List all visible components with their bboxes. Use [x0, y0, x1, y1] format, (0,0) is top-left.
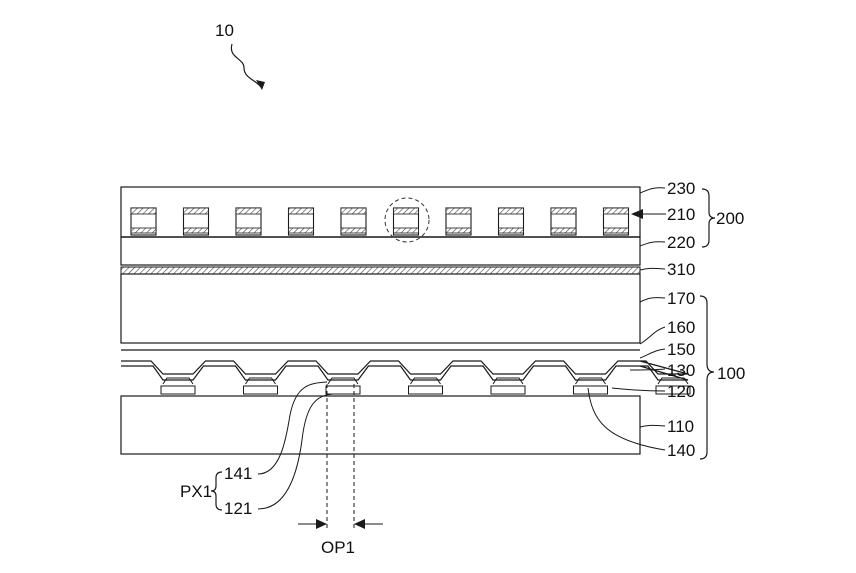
emission-layer-140 — [411, 378, 441, 384]
color-filter-unit — [604, 208, 629, 235]
label-170: 170 — [667, 289, 695, 308]
color-filter-top-hatch — [341, 208, 366, 214]
op1-right-arrowhead — [354, 519, 365, 529]
color-filter-top-hatch — [551, 208, 576, 214]
label-200: 200 — [716, 209, 744, 228]
anode-120 — [409, 386, 443, 394]
color-filter-bottom-hatch — [446, 228, 471, 233]
color-filter-unit — [446, 208, 471, 235]
anode-120 — [574, 386, 608, 394]
color-filter-bottom-hatch — [289, 228, 314, 233]
color-filter-bottom-hatch — [604, 228, 629, 233]
op1-left-arrowhead — [316, 519, 327, 529]
label-121: 121 — [224, 499, 252, 518]
label-220: 220 — [667, 233, 695, 252]
emission-layer-140 — [246, 378, 276, 384]
color-filter-top-hatch — [394, 208, 419, 214]
color-filter-bottom-hatch — [184, 228, 209, 233]
leader-140 — [588, 388, 665, 450]
emission-layer-140 — [493, 378, 523, 384]
anode-120 — [491, 386, 525, 394]
color-filter-top-hatch — [289, 208, 314, 214]
label-px1: PX1 — [180, 482, 212, 501]
color-filter-top-hatch — [499, 208, 524, 214]
leader-160 — [640, 327, 665, 344]
color-filter-top-hatch — [131, 208, 156, 214]
label-130: 130 — [667, 361, 695, 380]
leader-310 — [640, 268, 665, 270]
color-filter-unit — [394, 208, 419, 235]
arrow-210-head — [631, 209, 643, 219]
upper-substrate-200 — [121, 187, 640, 265]
layer-220-bottom — [121, 237, 640, 265]
color-filter-bottom-hatch — [551, 228, 576, 233]
color-filter-bottom-hatch — [499, 228, 524, 233]
color-filter-bottom-hatch — [341, 228, 366, 233]
brace-100 — [700, 296, 714, 459]
label-op1: OP1 — [321, 538, 355, 557]
label-140: 140 — [667, 441, 695, 460]
color-filter-unit — [289, 208, 314, 235]
leader-130 — [630, 369, 665, 370]
leader-170 — [640, 298, 665, 302]
brace-px1 — [211, 472, 222, 510]
label-120: 120 — [667, 382, 695, 401]
anode-120 — [244, 386, 278, 394]
color-filter-array-210 — [131, 208, 629, 235]
leader-121 — [258, 394, 333, 509]
leader-110 — [640, 425, 665, 427]
color-filter-top-hatch — [446, 208, 471, 214]
color-filter-bottom-hatch — [131, 228, 156, 233]
leader-230 — [640, 188, 665, 193]
label-100: 100 — [717, 364, 745, 383]
label-160: 160 — [667, 318, 695, 337]
color-filter-top-hatch — [184, 208, 209, 214]
color-filter-bottom-hatch — [394, 228, 419, 233]
ref-10-label: 10 — [215, 21, 234, 40]
label-110: 110 — [667, 417, 694, 436]
layer-310 — [121, 267, 640, 274]
leader-220 — [640, 242, 665, 246]
color-filter-unit — [551, 208, 576, 235]
anode-120 — [161, 386, 195, 394]
layer-110 — [121, 396, 640, 454]
anode-120 — [326, 386, 360, 394]
ref-10-arrowhead — [256, 80, 265, 90]
emission-layer-140 — [576, 378, 606, 384]
color-filter-top-hatch — [604, 208, 629, 214]
color-filter-unit — [499, 208, 524, 235]
color-filter-unit — [184, 208, 209, 235]
emission-layer-140 — [328, 378, 358, 384]
layer-170 — [121, 274, 640, 343]
color-filter-top-hatch — [236, 208, 261, 214]
label-210: 210 — [667, 205, 695, 224]
label-310: 310 — [667, 260, 695, 279]
color-filter-unit — [236, 208, 261, 235]
color-filter-unit — [131, 208, 156, 235]
label-150: 150 — [667, 340, 695, 359]
leader-150 — [640, 349, 665, 358]
color-filter-unit — [341, 208, 366, 235]
label-141: 141 — [224, 464, 252, 483]
label-230: 230 — [667, 179, 695, 198]
brace-200 — [702, 189, 715, 247]
color-filter-bottom-hatch — [236, 228, 261, 233]
emission-layer-140 — [163, 378, 193, 384]
